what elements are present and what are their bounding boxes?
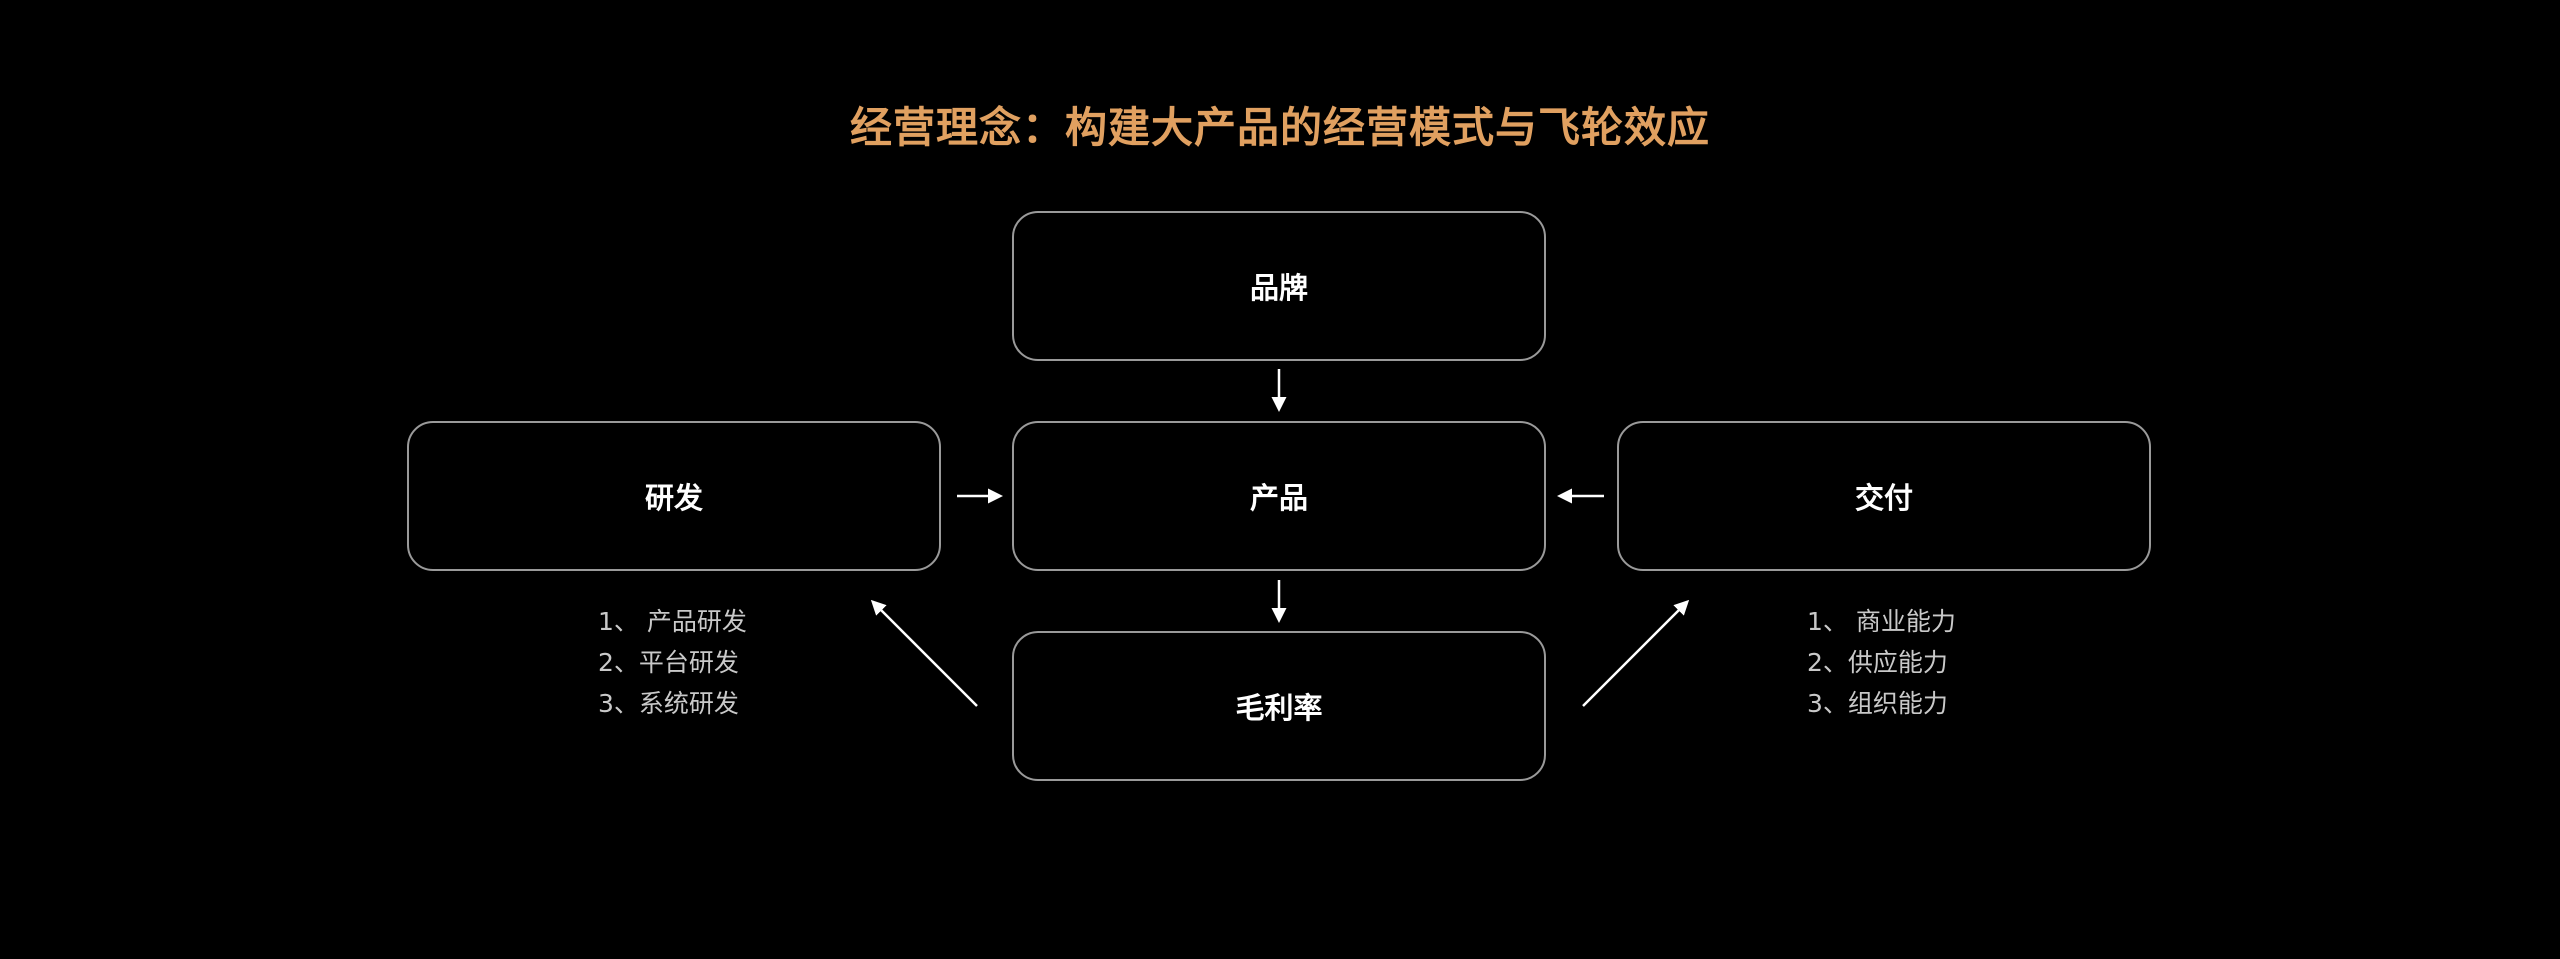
node-product: 产品	[1012, 421, 1546, 571]
node-delivery: 交付	[1617, 421, 2151, 571]
node-delivery-label: 交付	[1854, 481, 1913, 515]
node-gross-margin-label: 毛利率	[1235, 691, 1323, 725]
arrow-margin-to-rd	[870, 599, 978, 707]
delivery-item-list: 1、 商业能力 2、供应能力 3、组织能力	[1807, 601, 1956, 724]
node-brand-label: 品牌	[1249, 271, 1308, 305]
list-item: 1、 商业能力	[1807, 607, 1956, 636]
node-brand: 品牌	[1012, 211, 1546, 361]
list-item: 1、 产品研发	[598, 607, 747, 636]
list-item: 3、系统研发	[598, 689, 739, 718]
rd-item-list: 1、 产品研发 2、平台研发 3、系统研发	[598, 601, 747, 724]
list-item: 2、平台研发	[598, 648, 739, 677]
node-gross-margin: 毛利率	[1012, 631, 1546, 781]
list-item: 2、供应能力	[1807, 648, 1948, 677]
page-title: 经营理念：构建大产品的经营模式与飞轮效应	[849, 103, 1710, 152]
node-rd: 研发	[407, 421, 941, 571]
arrow-margin-to-delivery	[1582, 599, 1690, 707]
list-item: 3、组织能力	[1807, 689, 1948, 718]
node-product-label: 产品	[1249, 481, 1308, 515]
node-rd-label: 研发	[644, 481, 703, 515]
